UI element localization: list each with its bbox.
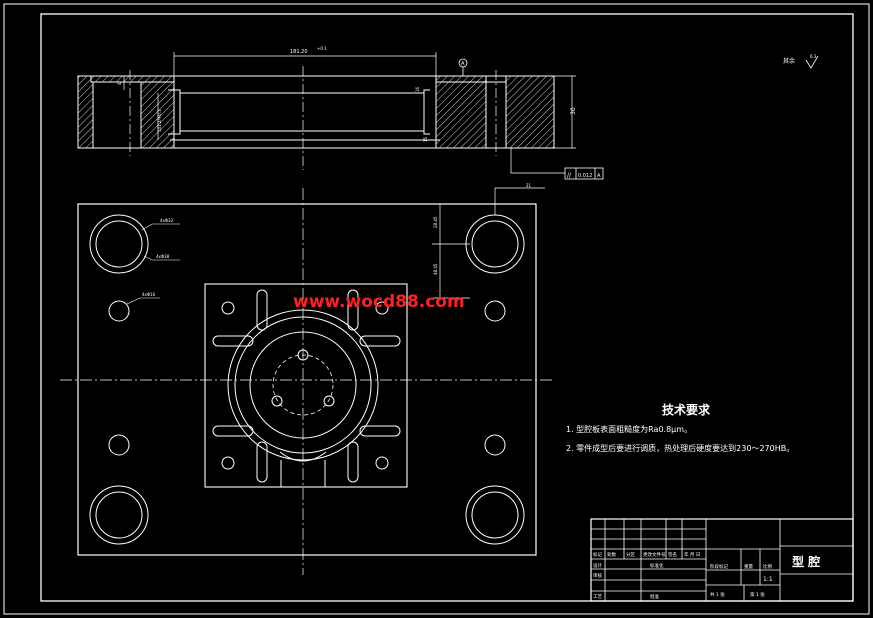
title-block <box>590 518 854 602</box>
tb-role-review: 审核 <box>593 572 602 579</box>
plan-dimension-labels: 21 28.45 48.45 4xΦ32 4xΦ38 4xΦ16 <box>142 183 532 297</box>
roughness-value: 6.3 <box>810 54 817 59</box>
tb-std: 标准化 <box>650 562 664 569</box>
watermark: www.wocd88.com <box>293 292 465 312</box>
tb-header-2: 处数 <box>607 551 616 558</box>
section-dimension-labels: 181.20 +0.1 30 4 141.2/+0.1 16 15 A // 0… <box>117 46 817 179</box>
title-block-text: 标记 处数 分区 更改文件号 签名 年 月 日 设计 标准化 审核 工艺 批准 … <box>593 551 820 600</box>
technical-requirements: 技术要求 1. 型腔板表面粗糙度为Ra0.8μm。 2. 零件成型后要进行调质，… <box>566 402 794 453</box>
datum-letter: A <box>461 61 465 67</box>
right-height-dimension: 30 <box>570 107 577 115</box>
plan-right-dim: 21 <box>526 183 532 188</box>
tb-role-process: 工艺 <box>593 594 602 600</box>
tb-header-5: 签名 <box>668 551 677 558</box>
outer-frame <box>3 3 870 615</box>
tech-req-title: 技术要求 <box>662 402 711 417</box>
tech-req-item-1: 1. 型腔板表面粗糙度为Ra0.8μm。 <box>566 424 692 434</box>
inner-frame <box>40 13 854 602</box>
tb-weight: 重量 <box>744 563 753 570</box>
tb-approve: 批准 <box>650 593 659 600</box>
section-view <box>77 52 604 180</box>
tolerance-value: 0.012 <box>578 173 592 179</box>
tb-header-1: 标记 <box>593 551 602 558</box>
tb-part-name: 型 腔 <box>792 554 820 569</box>
tb-scale-label: 比例 <box>763 563 772 570</box>
left-vertical-dim: 141.2/+0.1 <box>157 109 162 132</box>
tolerance-datum: A <box>597 173 601 179</box>
roughness-symbol-icon <box>805 55 819 69</box>
roughness-note: 其余 <box>783 57 795 65</box>
tolerance-symbol: // <box>567 172 572 179</box>
tb-header-3: 分区 <box>626 551 635 558</box>
step-dim-lower: 15 <box>423 136 428 142</box>
hole-label-2: 4xΦ38 <box>156 254 170 259</box>
left-small-dim-1: 4 <box>117 82 122 85</box>
step-dim-upper: 16 <box>415 86 420 92</box>
top-dimension-tolerance: +0.1 <box>317 46 327 51</box>
tb-scale: 1:1 <box>763 576 773 583</box>
tb-sheet-no: 第 1 张 <box>750 591 765 598</box>
top-dimension-value: 181.20 <box>290 49 308 55</box>
tb-role-design: 设计 <box>593 562 602 569</box>
tb-stage: 阶段标记 <box>710 563 728 570</box>
plan-view <box>60 187 555 575</box>
hole-label-1: 4xΦ32 <box>160 218 174 223</box>
plan-upper-dim: 28.45 <box>433 216 438 228</box>
hole-label-3: 4xΦ16 <box>142 292 156 297</box>
tb-sheet-total: 共 1 张 <box>710 591 725 598</box>
tb-header-4: 更改文件号 <box>643 551 666 558</box>
tech-req-item-2: 2. 零件成型后要进行调质，热处理后硬度要达到230～270HB。 <box>566 443 794 453</box>
plan-lower-dim: 48.45 <box>433 263 438 275</box>
tb-header-6: 年 月 日 <box>684 551 700 558</box>
